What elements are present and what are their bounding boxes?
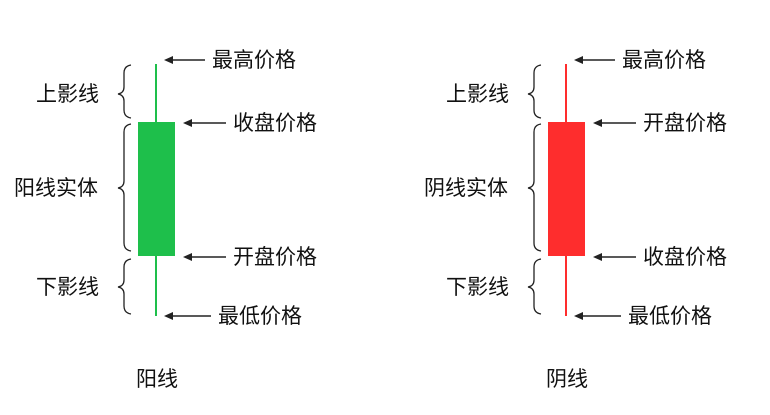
yang-lower-shadow-brace [117,258,132,315]
yin-high-label: 最高价格 [622,48,706,72]
yang-body-brace [117,123,132,252]
yin-top-label: 开盘价格 [643,111,727,135]
yin-upper-shadow-label: 上影线 [446,82,509,106]
yin-bottom-arrow [593,253,636,261]
yang-low-label: 最低价格 [218,304,302,328]
yang-high-arrow [164,56,205,64]
yang-top-arrow [183,119,226,127]
yang-high-label: 最高价格 [212,48,296,72]
yang-upper-shadow-brace [117,64,132,119]
yang-upper-shadow-label: 上影线 [36,82,99,106]
yin-caption: 阴线 [546,367,588,391]
yin-body [548,122,585,256]
yang-low-arrow [164,312,211,320]
yin-lower-shadow-label: 下影线 [446,275,509,299]
yang-body-label: 阳线实体 [14,176,98,200]
yin-upper-shadow-brace [527,64,542,119]
yang-caption: 阳线 [136,367,178,391]
yang-candle-group: 上影线 阳线实体 下影线 最高价格 收盘价格 开盘价格 最低价格 阳线 [14,48,317,391]
yin-low-arrow [574,312,621,320]
yang-top-label: 收盘价格 [233,111,317,135]
yin-candle-group: 上影线 阴线实体 下影线 最高价格 开盘价格 收盘价格 最低价格 阴线 [424,48,727,391]
yang-lower-shadow-label: 下影线 [36,275,99,299]
yin-body-brace [527,123,542,252]
yin-body-label: 阴线实体 [424,176,508,200]
yin-bottom-label: 收盘价格 [643,245,727,269]
yin-high-arrow [574,56,615,64]
yin-low-label: 最低价格 [628,304,712,328]
yang-bottom-label: 开盘价格 [233,245,317,269]
yin-top-arrow [593,119,636,127]
yang-bottom-arrow [183,253,226,261]
yang-body [138,122,175,256]
yin-lower-shadow-brace [527,258,542,315]
